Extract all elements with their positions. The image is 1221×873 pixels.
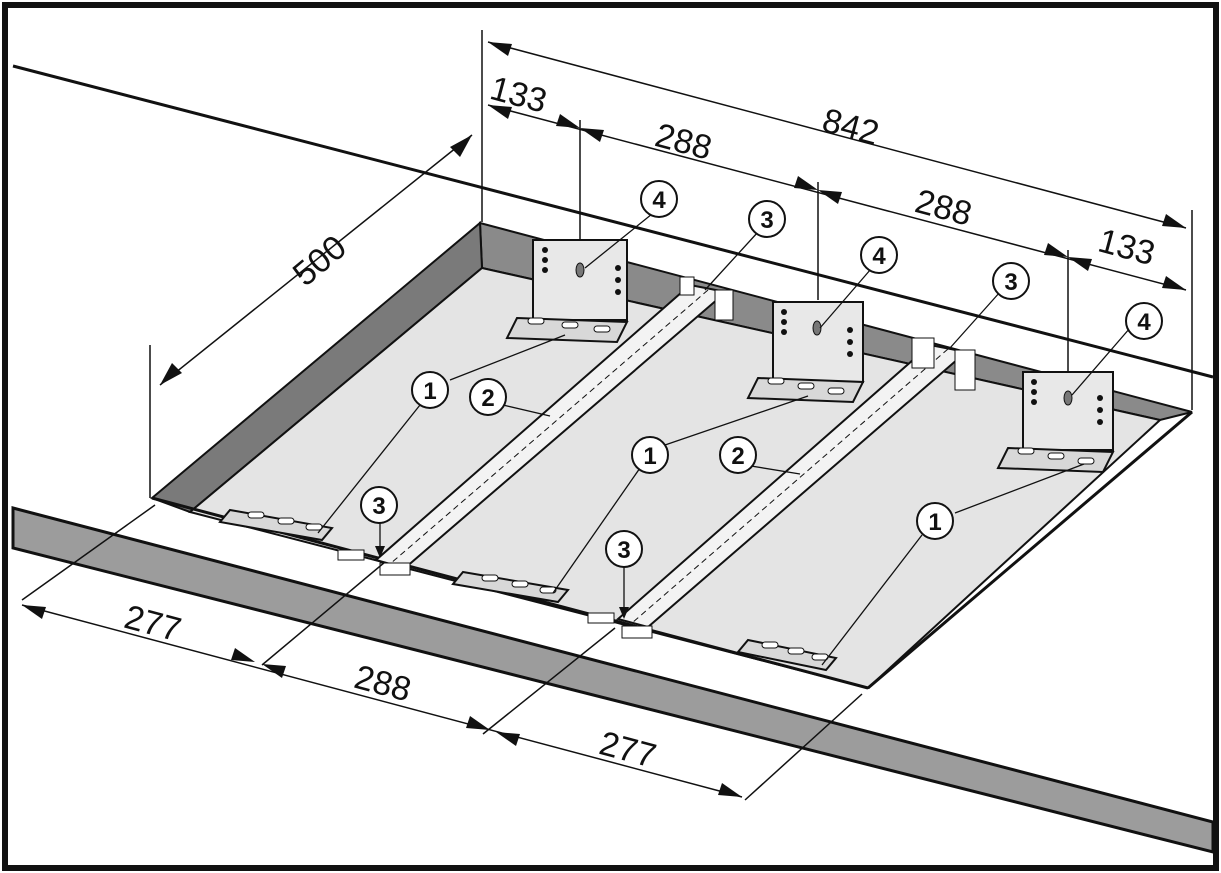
front-bracket-right	[736, 638, 838, 672]
svg-text:1: 1	[423, 378, 436, 405]
callout-rail-b: 2	[719, 436, 757, 474]
callout-screw-c: 4	[1125, 302, 1163, 340]
callout-bracket-a: 1	[411, 371, 449, 409]
svg-text:4: 4	[872, 243, 886, 270]
back-bracket-right	[996, 371, 1115, 474]
front-bracket-left	[218, 508, 334, 542]
front-bracket-middle	[451, 570, 570, 604]
callout-rail-end-c: 3	[360, 486, 398, 524]
callout-rail-end-b: 3	[992, 262, 1030, 300]
arrowheads	[22, 42, 1186, 797]
svg-text:3: 3	[1004, 269, 1017, 296]
rail-right	[587, 337, 976, 639]
back-bracket-left	[505, 239, 629, 344]
svg-text:4: 4	[652, 187, 666, 214]
svg-text:2: 2	[481, 385, 494, 412]
svg-text:2: 2	[731, 443, 744, 470]
arrow-tip-rail-end-d	[619, 607, 629, 619]
svg-text:3: 3	[760, 207, 773, 234]
rail-left	[337, 276, 734, 576]
countertop-front-edge	[11, 506, 1215, 854]
cutout-right-edge	[867, 410, 1193, 690]
svg-text:1: 1	[928, 509, 941, 536]
svg-text:3: 3	[372, 493, 385, 520]
svg-text:3: 3	[617, 537, 630, 564]
arrow-tip-rail-end-c	[375, 546, 385, 558]
callout-leaders	[317, 209, 1131, 666]
callout-bracket-c: 1	[916, 502, 954, 540]
callout-screw-a: 4	[640, 180, 678, 218]
callout-rail-end-d: 3	[605, 530, 643, 568]
callout-rail-end-a: 3	[748, 200, 786, 238]
back-bracket-middle	[746, 301, 865, 404]
callout-bracket-b: 1	[631, 436, 669, 474]
callout-rail-a: 2	[469, 378, 507, 416]
svg-text:1: 1	[643, 443, 656, 470]
countertop-back-edge	[12, 64, 1214, 379]
callout-screw-b: 4	[860, 236, 898, 274]
svg-text:4: 4	[1137, 309, 1151, 336]
